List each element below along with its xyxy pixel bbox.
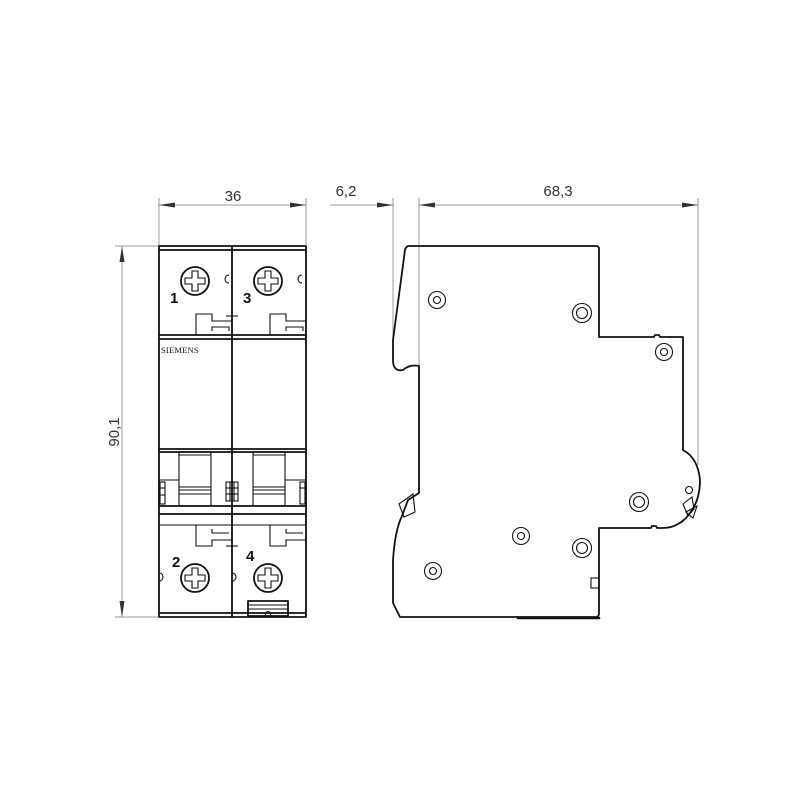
- arrow-right-icon: [377, 202, 393, 208]
- rivet-icon: [423, 561, 443, 581]
- arrow-down-icon: [119, 601, 125, 617]
- arrow-right-icon: [290, 202, 306, 208]
- offset-dimension: 6,2: [330, 183, 420, 380]
- arrow-left-icon: [419, 202, 435, 208]
- rivet-icon: [654, 342, 674, 362]
- rivet-icon: [571, 537, 593, 559]
- rivet-icon: [571, 302, 593, 324]
- terminal-label-1: 1: [170, 290, 178, 307]
- arrow-left-icon: [159, 202, 175, 208]
- height-label: 90,1: [106, 417, 123, 446]
- terminal-label-3: 3: [243, 290, 251, 307]
- toggle-lever-pole-2: [252, 451, 286, 507]
- terminal-label-4: 4: [246, 548, 255, 565]
- arrow-right-icon: [682, 202, 698, 208]
- width-dimension: 36: [158, 188, 307, 245]
- din-rail-release-tab: [247, 600, 289, 618]
- screw-terminal-4-icon: [253, 563, 283, 593]
- rivet-icon: [427, 290, 447, 310]
- front-view: 1 3 SIEMENS: [158, 245, 307, 618]
- pole-coupling: [225, 481, 239, 502]
- screw-terminal-3-icon: [253, 266, 283, 296]
- rivet-icon: [628, 491, 650, 513]
- arrow-up-icon: [119, 246, 125, 262]
- height-dimension: 90,1: [106, 245, 160, 618]
- screw-terminal-1-icon: [180, 266, 210, 296]
- screw-terminal-2-icon: [180, 563, 210, 593]
- side-view: [392, 245, 701, 620]
- toggle-lever-pole-1: [178, 451, 212, 507]
- depth-label: 68,3: [543, 183, 572, 200]
- offset-label: 6,2: [336, 183, 357, 200]
- brand-label: SIEMENS: [161, 345, 199, 355]
- depth-dimension: 68,3: [419, 183, 699, 465]
- terminal-label-2: 2: [172, 554, 180, 571]
- rivet-icon: [511, 526, 531, 546]
- side-body-outline: [392, 245, 701, 618]
- width-label: 36: [225, 188, 242, 205]
